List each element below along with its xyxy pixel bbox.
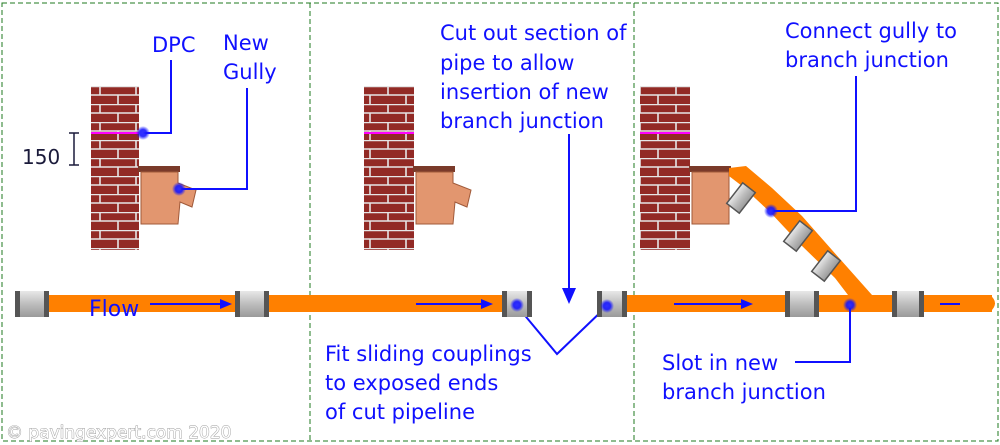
cut-out-label-line4: branch junction: [440, 109, 604, 133]
dpc-leader: [143, 60, 172, 134]
flow-arrow-1-head: [220, 299, 232, 309]
flow-label: Flow: [89, 297, 139, 322]
brick-wall-2: [364, 86, 414, 250]
slot-leader: [795, 308, 851, 363]
coupling-panel3-left: [785, 291, 819, 317]
slot-marker-dot: [843, 298, 857, 312]
flow-arrow-2-head: [481, 299, 493, 309]
panel-2: Cut out section of pipe to allow inserti…: [325, 21, 627, 424]
slot-label-line2: branch junction: [662, 380, 826, 404]
branch-coupling-3: [810, 249, 842, 283]
branch-couplings: [725, 181, 842, 283]
branch-coupling-2: [782, 219, 814, 253]
gully-body-3: [691, 171, 730, 225]
coupling-panel3-right: [892, 291, 924, 317]
coupling-marker-dot-left: [510, 298, 524, 312]
fit-couplings-line3: of cut pipeline: [325, 400, 475, 424]
couplings-leader: [516, 305, 608, 356]
coupling-left-end: [15, 291, 49, 317]
dimension-150: [69, 132, 79, 166]
dpc-label: DPC: [152, 33, 196, 57]
fit-couplings-line2: to exposed ends: [325, 371, 498, 395]
branch-coupling-1: [725, 181, 757, 215]
new-gully-label-line2: Gully: [223, 60, 277, 84]
gully-body-2: [415, 171, 472, 225]
slot-label-line1: Slot in new: [662, 351, 778, 375]
dpc-marker-dot: [136, 126, 150, 140]
cut-out-label-line3: insertion of new: [440, 80, 609, 104]
gully-marker-dot: [172, 182, 186, 196]
brick-wall-3: [640, 86, 690, 250]
panel-3: Connect gully to branch junction Slot in…: [640, 19, 960, 404]
connect-leader: [771, 76, 857, 212]
connect-label-line1: Connect gully to: [785, 19, 957, 43]
flow-arrow-3-head: [741, 299, 753, 309]
cut-out-arrow-head: [562, 288, 576, 304]
cut-out-label-line1: Cut out section of: [440, 21, 627, 45]
coupling-panel1: [235, 291, 269, 317]
new-gully-label-line1: New: [223, 31, 269, 55]
pipe-right-end: [990, 295, 995, 312]
new-gully-leader: [181, 88, 248, 190]
pipe-couplings: [15, 291, 924, 317]
gully-grate-3: [689, 166, 731, 172]
connect-marker-dot: [764, 204, 778, 218]
gully-grate-1: [138, 166, 180, 172]
connect-label-line2: branch junction: [785, 48, 949, 72]
dimension-label: 150: [22, 145, 60, 169]
cut-out-label-line2: pipe to allow: [440, 51, 574, 75]
gully-grate-2: [413, 166, 455, 172]
gully-body-1: [140, 171, 197, 225]
panel-1: 150 DPC New Gully Flow: [22, 31, 277, 322]
copyright-watermark: © pavingexpert.com 2020: [6, 423, 231, 443]
coupling-marker-dot-right: [600, 299, 614, 313]
fit-couplings-line1: Fit sliding couplings: [325, 342, 532, 366]
brick-wall-1: [91, 86, 139, 250]
